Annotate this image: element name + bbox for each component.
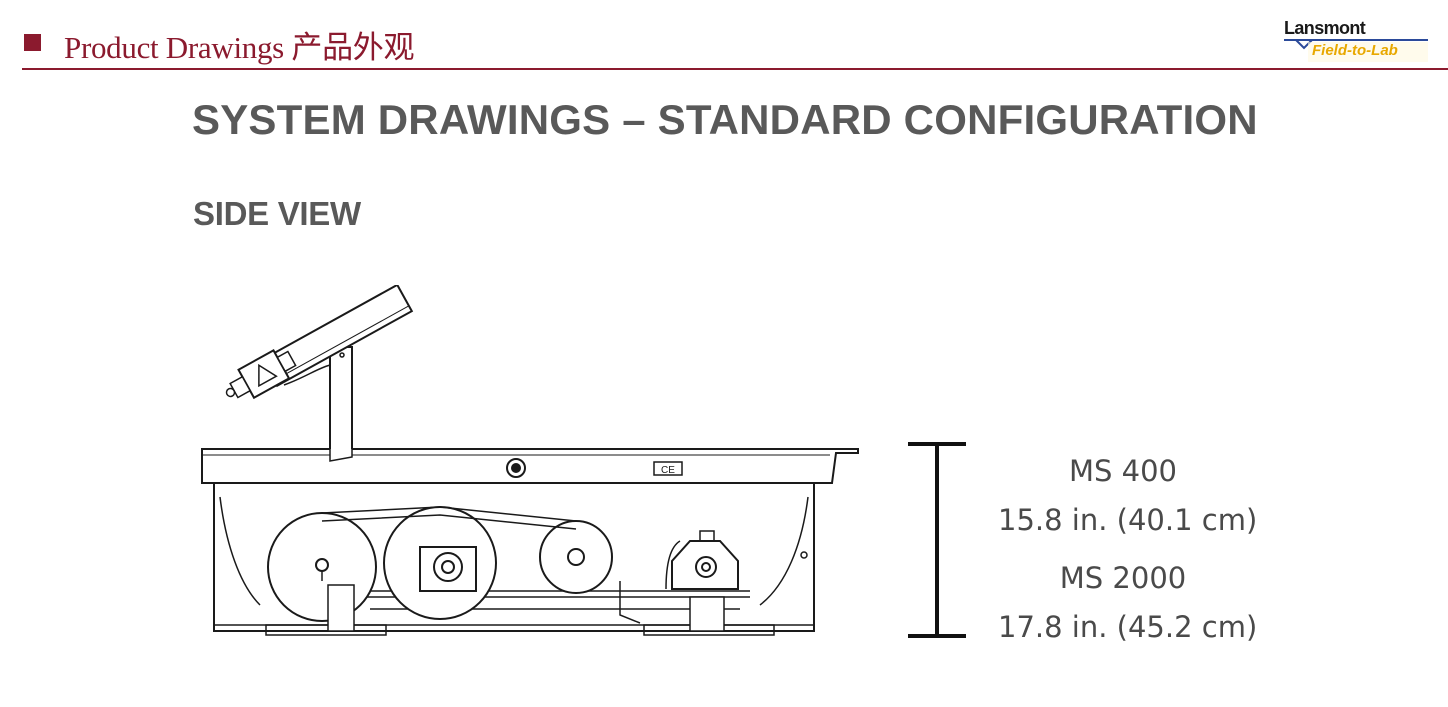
slide-title: SYSTEM DRAWINGS – STANDARD CONFIGURATION (192, 96, 1258, 143)
spec-height-ms400: 15.8 in. (40.1 cm) (998, 503, 1258, 537)
spec-height-ms2000: 17.8 in. (45.2 cm) (998, 610, 1258, 644)
logo-tagline: Field-to-Lab (1312, 42, 1398, 59)
slide-header: Product Drawings 产品外观 (0, 0, 1448, 72)
logo-name: Lansmont (1284, 18, 1366, 38)
height-dimension-bar (908, 442, 966, 638)
header-divider (22, 68, 1448, 70)
slide-subtitle: SIDE VIEW (193, 195, 361, 232)
spec-model-ms400: MS 400 (1069, 454, 1177, 488)
spec-model-ms2000: MS 2000 (1059, 561, 1187, 595)
header-title: Product Drawings 产品外观 (64, 30, 415, 65)
header-bullet (24, 34, 41, 51)
side-view-drawing: CE (201, 285, 859, 636)
logo-swoosh-icon (1284, 39, 1428, 62)
ce-mark-label: CE (661, 465, 675, 476)
lansmont-logo: Lansmont Field-to-Lab (1282, 18, 1432, 66)
